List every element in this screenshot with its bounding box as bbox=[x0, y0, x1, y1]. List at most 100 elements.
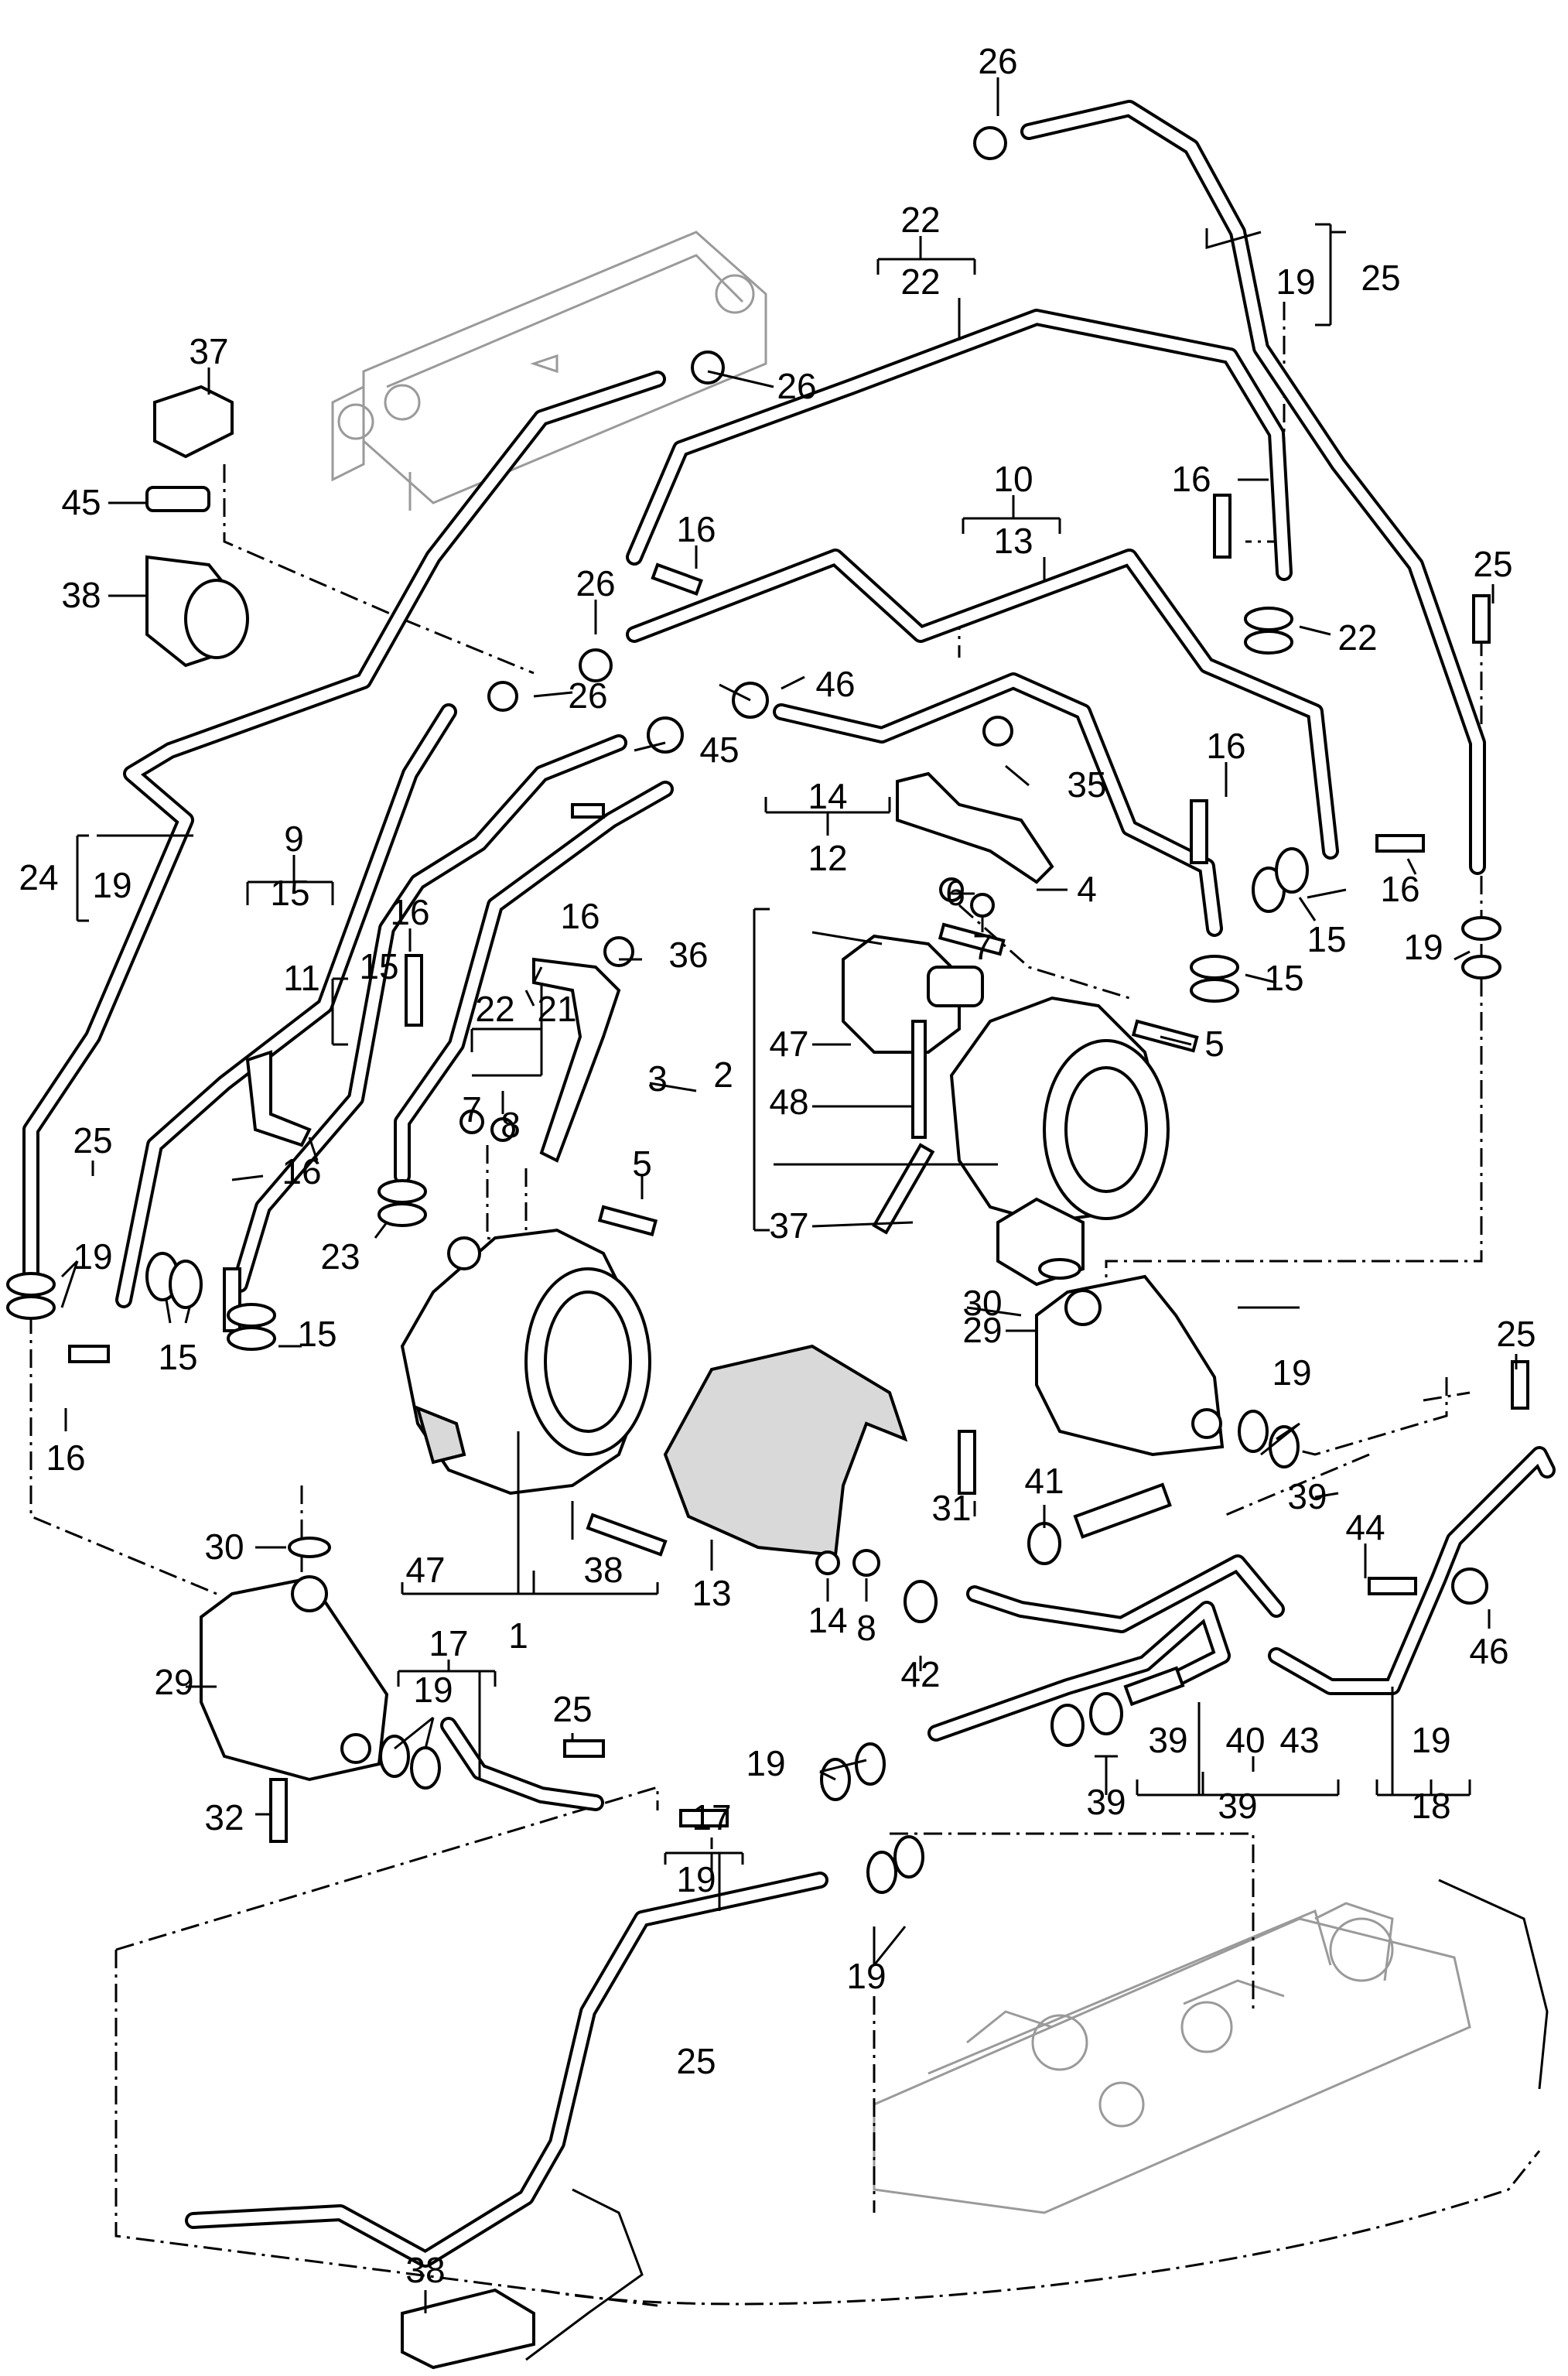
callout-33: 38 bbox=[583, 1550, 623, 1590]
callout-22: 22 bbox=[475, 989, 514, 1029]
callout-22: 23 bbox=[320, 1236, 360, 1277]
callout-31: 36 bbox=[668, 935, 708, 975]
callout-26: 26 bbox=[568, 675, 607, 716]
callout-26: 26 bbox=[978, 41, 1017, 81]
callout-23: 24 bbox=[19, 857, 58, 897]
callout-15: 15 bbox=[158, 1337, 197, 1377]
callout-35: 38 bbox=[61, 575, 101, 615]
transmission-housing-outline bbox=[873, 1902, 1471, 2214]
bolts bbox=[68, 494, 1529, 1843]
callout-25: 25 bbox=[73, 1120, 112, 1161]
callout-39: 42 bbox=[900, 1654, 940, 1694]
callout-1: 1 bbox=[508, 1615, 528, 1656]
callout-41: 45 bbox=[61, 482, 101, 522]
callout-22: 22 bbox=[1337, 617, 1377, 658]
turbocharger-right bbox=[949, 996, 1170, 1287]
callout-16: 16 bbox=[1380, 869, 1419, 909]
callout-27: 29 bbox=[154, 1662, 193, 1702]
callout-39: 43 bbox=[1279, 1720, 1319, 1760]
callout-15: 15 bbox=[270, 873, 309, 913]
callout-7: 8 bbox=[500, 1105, 521, 1145]
oil-line-18 bbox=[1268, 1446, 1556, 1695]
heat-shield bbox=[663, 1344, 908, 1557]
callout-32: 37 bbox=[189, 331, 228, 371]
callout-6: 7 bbox=[462, 1089, 482, 1130]
callout-30: 32 bbox=[204, 1797, 244, 1838]
callout-8: 13 bbox=[692, 1573, 731, 1613]
scavenge-housing-left bbox=[200, 1575, 389, 1782]
callout-26: 26 bbox=[576, 563, 615, 603]
callout-16: 16 bbox=[390, 892, 429, 932]
oil-line-21 bbox=[626, 309, 1293, 581]
bracket-3 bbox=[532, 957, 621, 1163]
callout-11: 9 bbox=[284, 819, 304, 859]
oil-line-23 bbox=[22, 371, 666, 1285]
callout-26: 26 bbox=[777, 366, 816, 406]
callout-37: 39 bbox=[1086, 1782, 1126, 1822]
callout-16: 16 bbox=[282, 1151, 321, 1191]
callout-19: 19 bbox=[413, 1670, 453, 1710]
callout-46: 48 bbox=[769, 1082, 808, 1122]
oil-line-13 bbox=[231, 734, 627, 1293]
callout-33: 37 bbox=[769, 1205, 808, 1246]
callout-19: 19 bbox=[1276, 262, 1315, 302]
callout-37: 39 bbox=[1148, 1720, 1187, 1760]
callout-20: 21 bbox=[537, 989, 576, 1029]
callout-25: 25 bbox=[552, 1689, 592, 1729]
callout-21: 22 bbox=[900, 200, 940, 240]
callout-16: 16 bbox=[676, 509, 716, 549]
callout-25: 25 bbox=[1496, 1314, 1536, 1354]
callout-22: 22 bbox=[900, 262, 940, 302]
oil-line-12 bbox=[626, 549, 1339, 860]
callout-19: 19 bbox=[92, 865, 132, 905]
callout-38: 39 bbox=[1287, 1476, 1327, 1516]
callout-29: 30 bbox=[204, 1526, 244, 1567]
callout-19: 19 bbox=[1411, 1720, 1450, 1760]
callout-15: 15 bbox=[1264, 958, 1303, 998]
callout-19: 19 bbox=[846, 1956, 886, 1996]
callout-36: 39 bbox=[1218, 1786, 1257, 1826]
scavenge-housing-right bbox=[1035, 1274, 1225, 1457]
callout-19: 19 bbox=[746, 1743, 785, 1783]
callout-25: 25 bbox=[1473, 544, 1512, 584]
callout-17: 17 bbox=[429, 1623, 468, 1663]
oil-cooler-outline bbox=[331, 231, 767, 511]
oil-line-20 bbox=[394, 781, 674, 1185]
callout-39: 41 bbox=[1024, 1461, 1064, 1501]
callout-24: 25 bbox=[1361, 258, 1400, 298]
oil-line-11 bbox=[115, 703, 457, 1308]
callout-34: 38 bbox=[405, 2250, 445, 2290]
junction-box bbox=[401, 2288, 535, 2370]
callout-9: 14 bbox=[808, 1600, 847, 1640]
callout-6: 6 bbox=[945, 873, 965, 913]
callout-45: 47 bbox=[769, 1024, 808, 1064]
oil-line-24 bbox=[1020, 100, 1486, 875]
callout-15: 13 bbox=[993, 521, 1033, 561]
callout-4: 4 bbox=[1077, 869, 1097, 909]
callout-12: 10 bbox=[993, 459, 1033, 499]
callout-19: 19 bbox=[73, 1236, 112, 1277]
callout-45: 47 bbox=[405, 1550, 445, 1590]
callout-19: 19 bbox=[676, 1859, 716, 1899]
oil-line-14 bbox=[773, 672, 1223, 937]
callout-5: 5 bbox=[632, 1144, 652, 1184]
callout-14: 12 bbox=[808, 838, 847, 878]
callout-43: 46 bbox=[815, 664, 855, 704]
callout-13: 11 bbox=[283, 958, 320, 998]
callout-numbers: 26 22 22 19 25 37 26 45 16 10 13 16 25 3… bbox=[19, 41, 1536, 2290]
wastegate-actuator bbox=[842, 934, 984, 1139]
callout-15: 15 bbox=[359, 946, 398, 986]
callout-15: 15 bbox=[1307, 919, 1346, 959]
callout-18: 18 bbox=[1411, 1786, 1450, 1826]
oil-line-17-lower bbox=[185, 1872, 828, 2268]
oil-line-17-upper bbox=[440, 1717, 604, 1811]
sealing-rings bbox=[6, 607, 1501, 1894]
callout-3: 3 bbox=[647, 1058, 668, 1099]
bracket-48 bbox=[245, 1050, 312, 1147]
callout-19: 19 bbox=[1272, 1352, 1311, 1393]
callout-19: 19 bbox=[1403, 927, 1443, 967]
callout-29: 30 bbox=[962, 1283, 1002, 1323]
callout-16: 16 bbox=[1206, 726, 1245, 766]
callout-15: 14 bbox=[808, 776, 847, 816]
callout-17: 17 bbox=[692, 1797, 731, 1838]
